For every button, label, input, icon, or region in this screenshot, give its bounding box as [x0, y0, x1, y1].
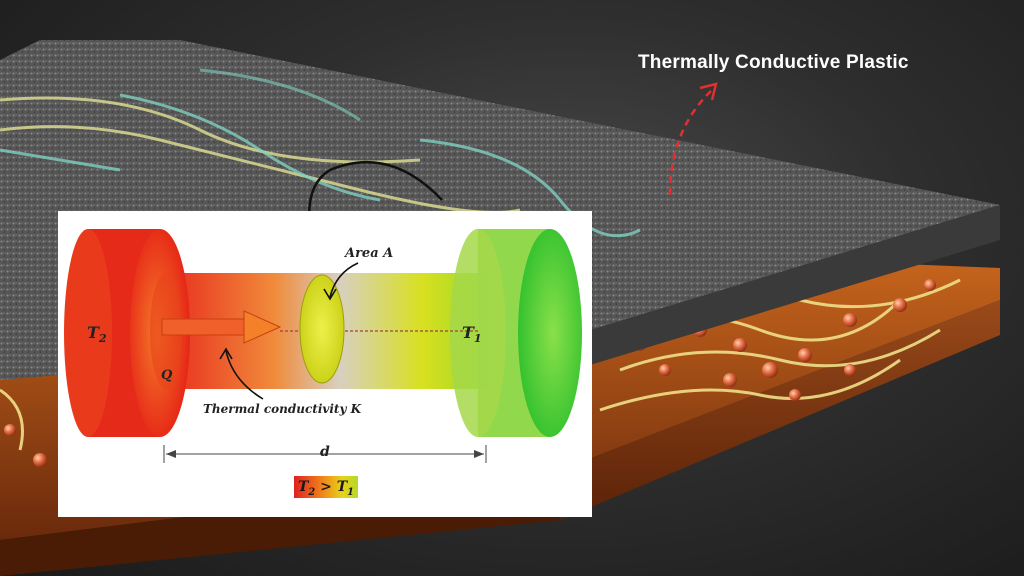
dimension-arrow-icon [163, 445, 487, 463]
hot-reservoir [64, 229, 190, 437]
headline: Thermally Conductive Plastic [638, 52, 909, 73]
distance-label: d [320, 444, 330, 460]
k-pointer-arrow [225, 350, 264, 400]
cross-section-area [299, 274, 345, 384]
temperature-legend: T2 > T1 [294, 476, 358, 498]
cold-temperature-label: T1 [462, 323, 482, 346]
heat-label: Q [161, 368, 173, 383]
hot-temperature-label: T2 [87, 323, 107, 346]
conductivity-label: Thermal conductivity K [203, 402, 362, 416]
area-pointer-arrow [329, 262, 359, 298]
surface-fibers [0, 68, 641, 238]
area-label: Area A [345, 246, 394, 261]
cold-reservoir [450, 229, 582, 437]
diagram-graphic [64, 229, 582, 463]
dashed-arrow-icon [668, 82, 718, 196]
heat-flow-arrow-icon [161, 310, 282, 344]
heat-conduction-diagram: T2 T1 Q Area A Thermal conductivity K d … [58, 211, 592, 517]
